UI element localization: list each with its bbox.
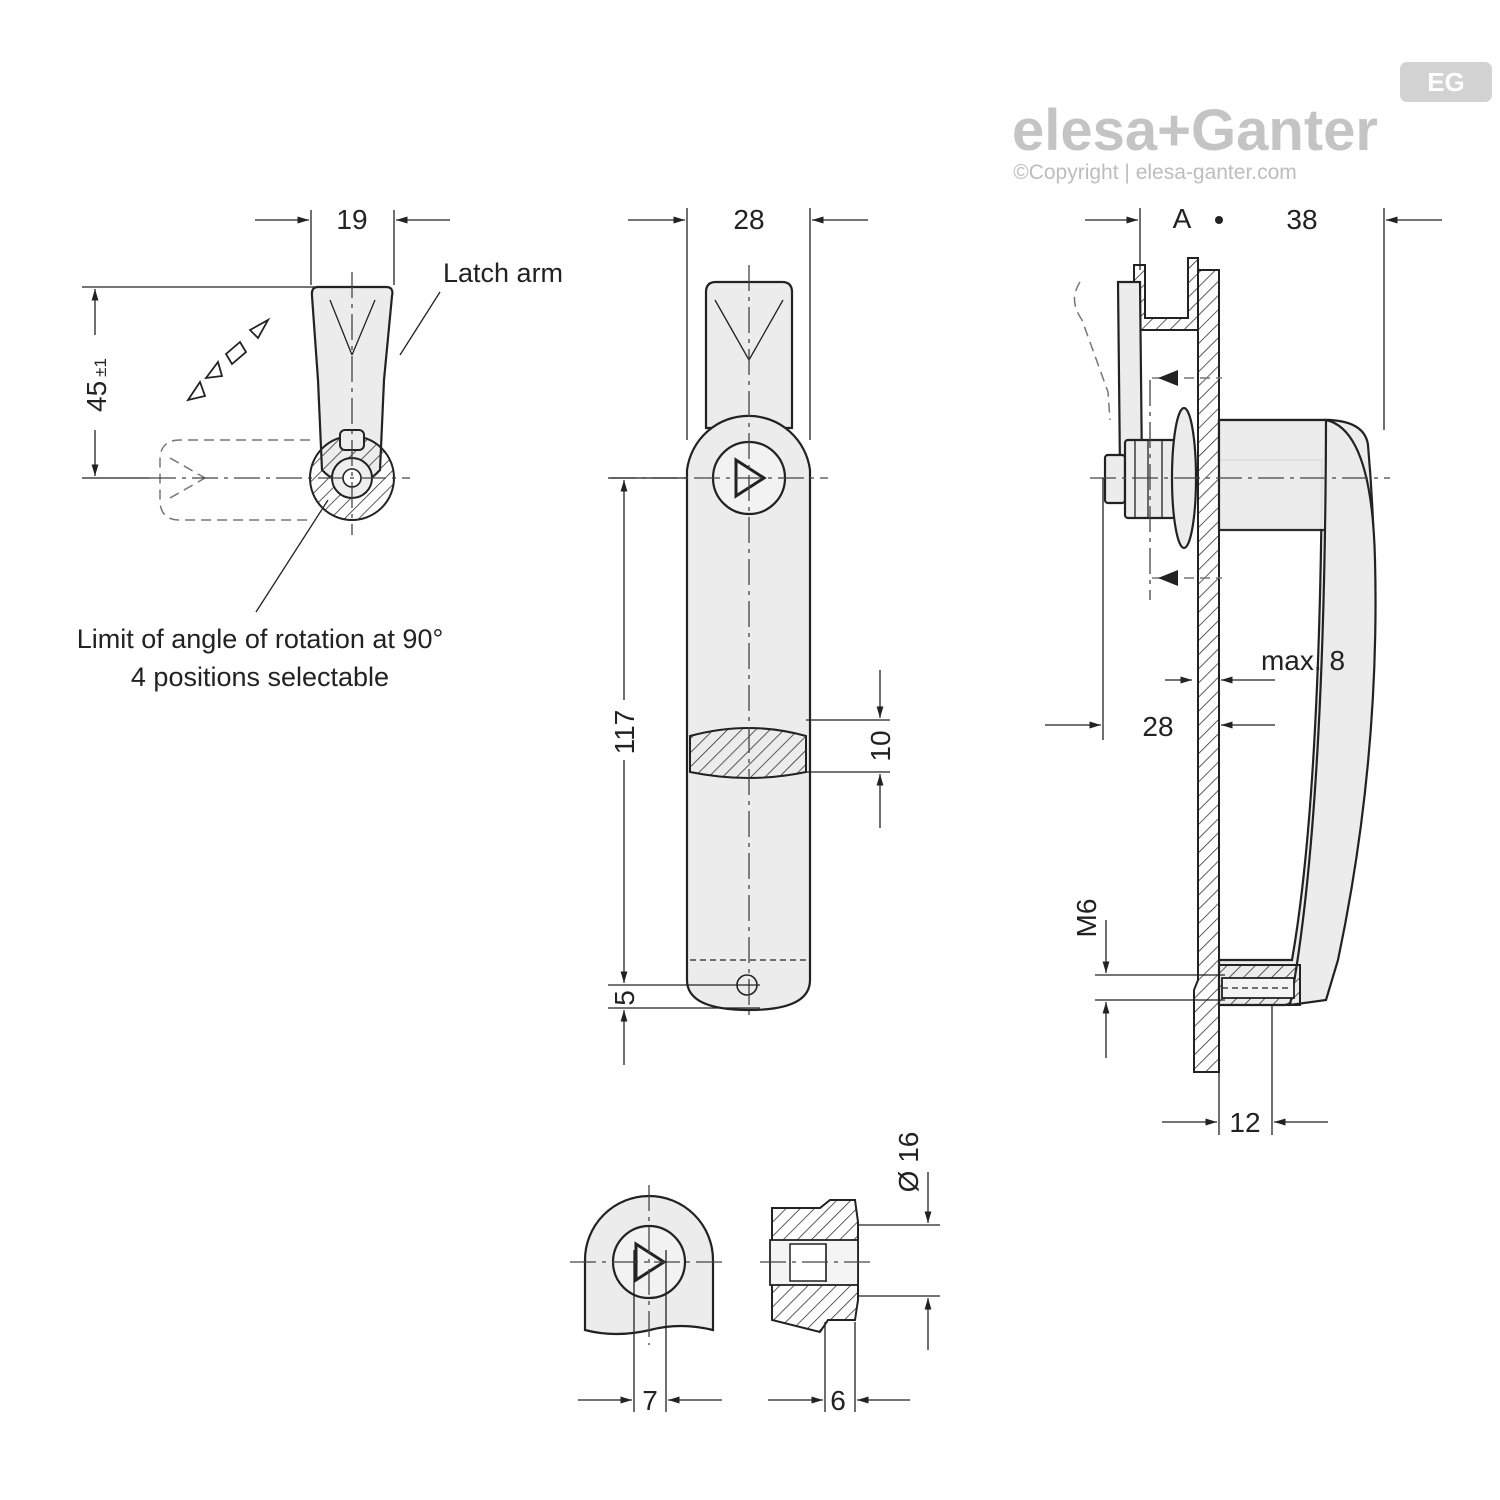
key-detail-section: Ø 16 6 (760, 1132, 940, 1416)
dim-max-8: max. 8 (1261, 645, 1345, 676)
positions-selectable-label: 4 positions selectable (131, 662, 389, 692)
door-panel-section (1193, 269, 1220, 1073)
dim-dia-16: Ø 16 (893, 1132, 924, 1193)
side-view: A 38 max. 8 (1045, 203, 1442, 1138)
rotation-limit-label: Limit of angle of rotation at 90° (77, 624, 444, 654)
handle-section (689, 727, 807, 779)
dim-m6: M6 (1071, 899, 1102, 938)
dim-12: 12 (1229, 1107, 1260, 1138)
label-a: A (1173, 203, 1192, 234)
latch-arm-label: Latch arm (443, 258, 563, 288)
front-view: 28 117 5 (608, 204, 896, 1065)
dim-6: 6 (830, 1385, 846, 1416)
dim-45: 45±1 (81, 358, 112, 412)
dim-7: 7 (642, 1385, 658, 1416)
latch-arm-view: 19 45±1 Latc (77, 204, 563, 692)
dim-117: 117 (609, 710, 640, 755)
dim-28-side: 28 (1142, 711, 1173, 742)
dim-5: 5 (609, 990, 640, 1006)
logo-copyright-text: ©Copyright | elesa-ganter.com (1013, 161, 1297, 184)
elesa-ganter-logo: EG elesa+Ganter ©Copyright | elesa-gante… (1012, 62, 1492, 184)
dim-38: 38 (1286, 204, 1317, 235)
dim-28-front: 28 (733, 204, 764, 235)
latch-bracket (1133, 257, 1199, 331)
rotation-direction-markers (185, 317, 271, 402)
key-detail-front: 7 (570, 1185, 728, 1416)
dim-10: 10 (865, 730, 896, 761)
dim-19: 19 (336, 204, 367, 235)
logo-badge (1400, 62, 1492, 102)
logo-badge-text: EG (1427, 67, 1465, 97)
logo-brand-text: elesa+Ganter (1012, 98, 1378, 163)
lock-nut (1103, 453, 1127, 505)
